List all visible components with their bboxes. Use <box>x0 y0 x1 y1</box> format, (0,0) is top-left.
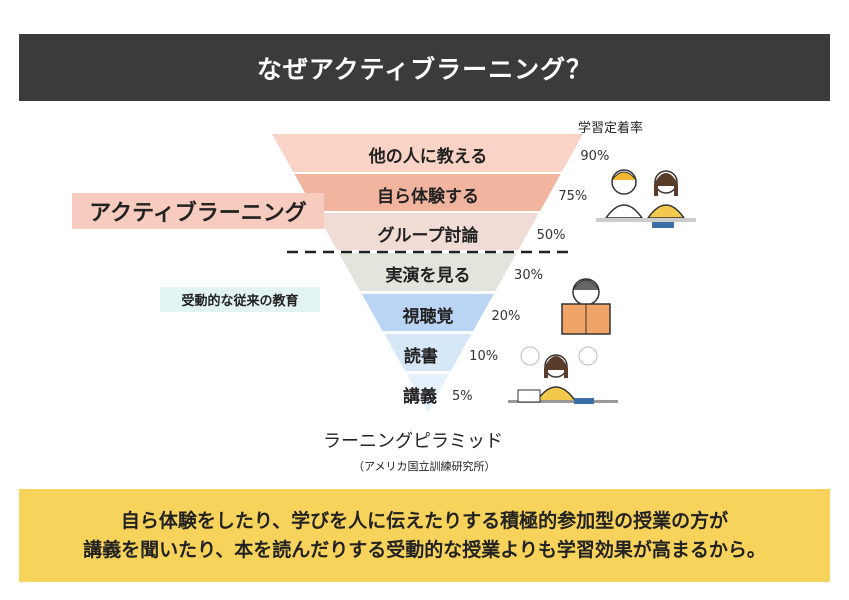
passive-education-label: 受動的な従来の教育 <box>160 287 320 312</box>
retention-rate: 20% <box>491 308 521 324</box>
pyramid-level <box>406 374 450 412</box>
retention-rate: 75% <box>558 188 588 204</box>
page-title: なぜアクティブラーニング？ <box>19 34 830 101</box>
student-lecture-illustration <box>508 346 618 404</box>
conclusion-line-2: 講義を聞いたり、本を読んだりする受動的な授業よりも学習効果が高まるから。 <box>83 538 766 561</box>
pyramid-level-label: 講義 <box>403 387 437 407</box>
retention-rate: 10% <box>469 348 499 364</box>
pyramid-level <box>384 334 472 371</box>
pyramid-level-label: 自ら体験する <box>377 186 479 207</box>
pyramid-level-label: 視聴覚 <box>402 306 454 327</box>
active-learning-label: アクティブラーニング <box>72 193 324 229</box>
pyramid-level <box>338 253 517 291</box>
retention-rate: 30% <box>514 268 543 283</box>
retention-rate: 50% <box>536 227 566 243</box>
pyramid-level-label: 読書 <box>403 346 438 367</box>
pyramid-level-label: 実演を見る <box>385 266 471 286</box>
conclusion-banner: 自ら体験をしたり、学びを人に伝えたりする積極的参加型の授業の方が 講義を聞いたり… <box>19 489 830 582</box>
students-discussing-illustration <box>596 169 696 228</box>
pyramid-level-label: グループ討論 <box>377 225 479 246</box>
student-reading-illustration <box>561 278 611 335</box>
pyramid-level <box>361 294 494 331</box>
pyramid-name: ラーニングピラミッド <box>323 431 503 452</box>
pyramid-level <box>272 134 583 172</box>
retention-rate-heading: 学習定着率 <box>578 121 644 136</box>
pyramid-level <box>294 174 561 211</box>
pyramid-level-label: 他の人に教える <box>368 147 488 167</box>
retention-rate: 5% <box>452 389 473 404</box>
source-note: （アメリカ国立訓練研究所） <box>353 460 496 473</box>
retention-rate: 90% <box>580 149 610 164</box>
pyramid-level <box>316 213 539 250</box>
conclusion-line-1: 自ら体験をしたり、学びを人に伝えたりする積極的参加型の授業の方が <box>120 510 729 532</box>
